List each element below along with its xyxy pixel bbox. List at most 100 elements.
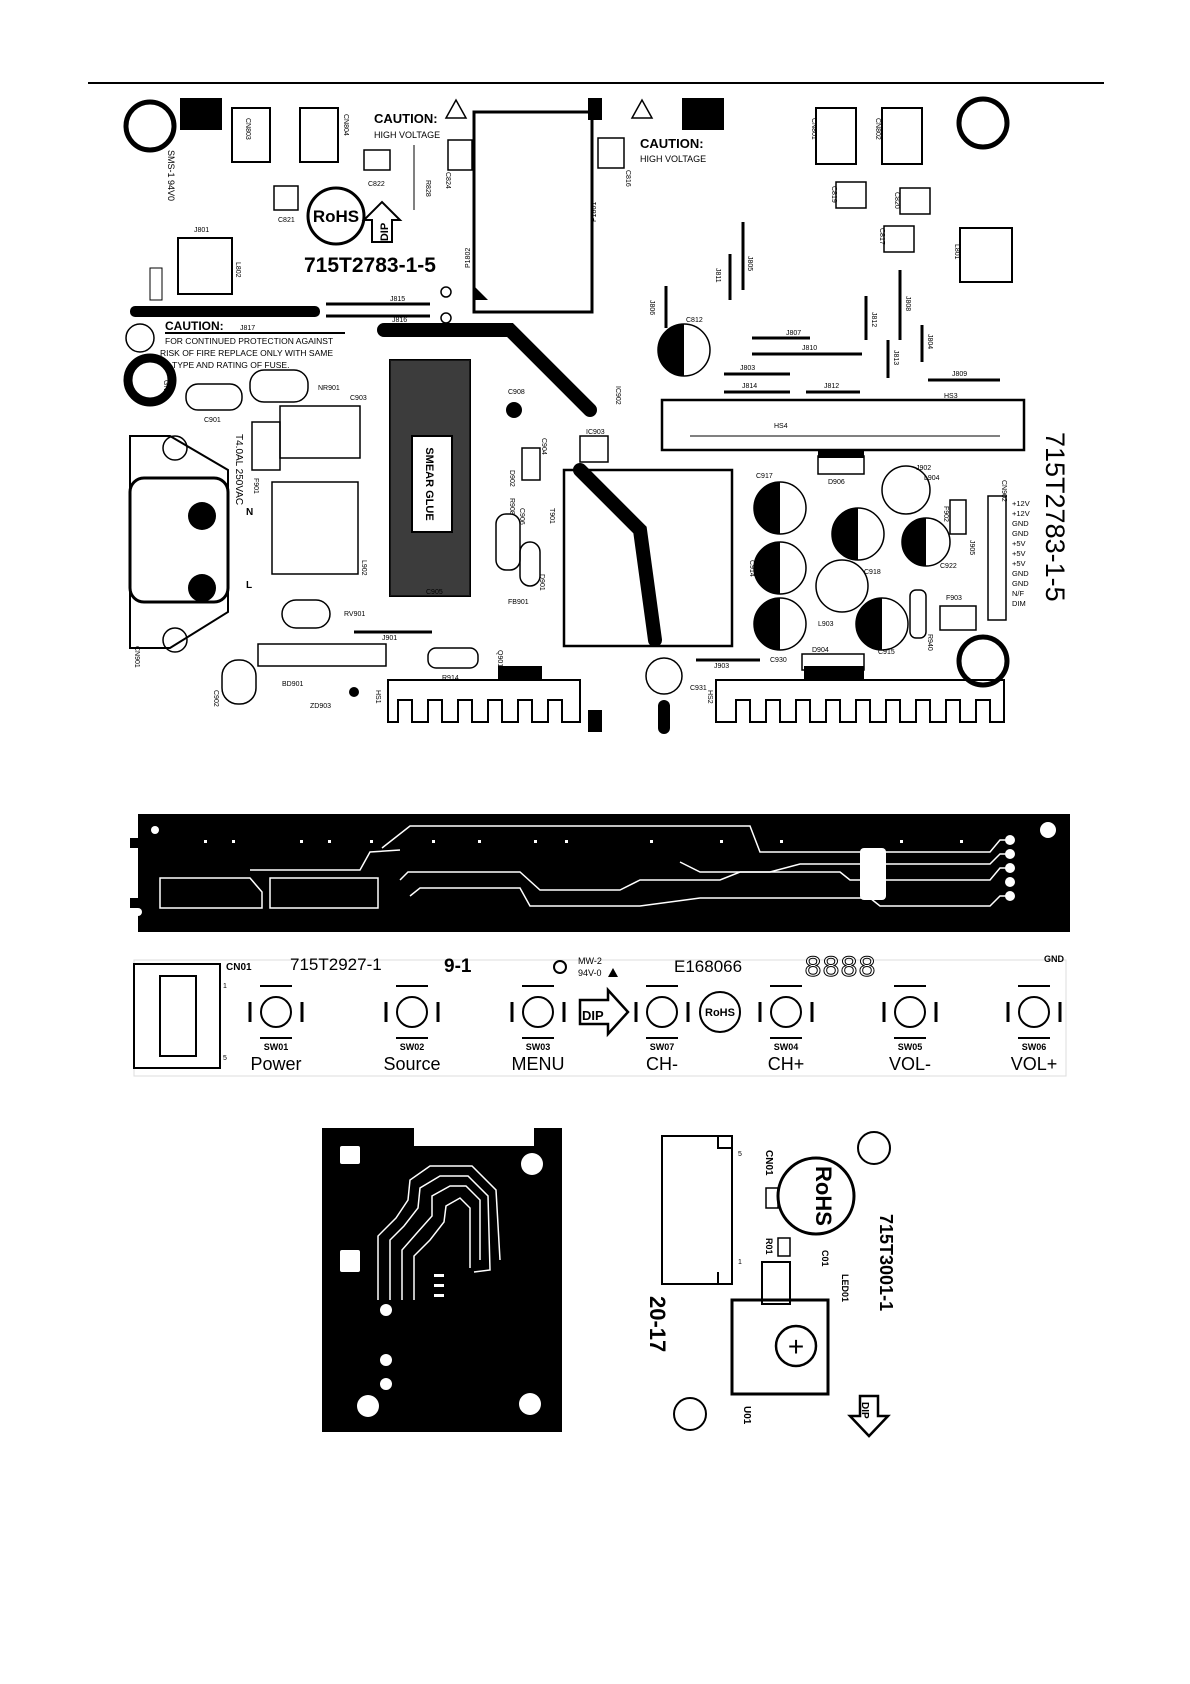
caution-subtitle-2: HIGH VOLTAGE — [640, 154, 706, 164]
mw-label: MW-2 — [578, 956, 602, 966]
fuse-warning-line-3: TYPE AND RATING OF FUSE. — [172, 360, 289, 370]
seven-segment-display: 8888 — [804, 952, 876, 986]
ref-j812: J812 — [870, 312, 877, 327]
dip-arrow-icon — [847, 1394, 891, 1438]
ref-c930: C930 — [770, 657, 787, 664]
switch-outline — [260, 996, 292, 1028]
switch-label: CH- — [646, 1054, 678, 1074]
switch-ref: SW02 — [400, 1042, 425, 1052]
ref-c914: C914 — [748, 560, 755, 577]
output-pin: GND — [1012, 519, 1029, 528]
switch-label: CH+ — [768, 1054, 805, 1074]
ref-c905: C905 — [426, 589, 443, 596]
ref-c931: C931 — [690, 685, 707, 692]
caution-subtitle: HIGH VOLTAGE — [374, 130, 440, 140]
ref-cn801: CN801 — [810, 118, 817, 140]
led01-label: LED01 — [840, 1274, 850, 1302]
ref-p1802: P1802 — [465, 248, 472, 268]
ref-j901: J901 — [382, 635, 397, 642]
output-pin: +12V — [1012, 499, 1030, 508]
ref-fb901: FB901 — [508, 599, 529, 606]
ref-c824: C824 — [444, 172, 451, 189]
ref-j813: J813 — [892, 350, 899, 365]
ref-f903: F903 — [946, 595, 962, 602]
corner-block — [588, 98, 602, 120]
trace — [130, 306, 320, 317]
mains-n: N — [246, 507, 253, 518]
ref-nr901: NR901 — [318, 385, 340, 392]
rating-label: 94V-0 — [578, 968, 602, 978]
switch-outline — [396, 996, 428, 1028]
ref-c901: C901 — [204, 417, 221, 424]
ref-d902: D902 — [508, 470, 515, 487]
rohs-logo — [776, 1156, 856, 1236]
switch-label: Source — [383, 1054, 440, 1074]
dip-text: DIP — [379, 223, 391, 241]
rohs-logo — [306, 186, 366, 246]
mounting-hole — [956, 96, 1010, 150]
ref-cn803: CN803 — [244, 118, 251, 140]
gnd-label: GND — [1044, 954, 1065, 964]
heatsink-hs3 — [660, 398, 1026, 452]
key-board-date-code: 9-1 — [444, 956, 472, 977]
output-pin-list: +12V +12V GND GND +5V +5V +5V GND GND N/… — [1012, 499, 1030, 608]
board-id: 715T2783-1-5 — [304, 254, 436, 277]
dip-label: DIP — [859, 1402, 870, 1419]
ref-c821: C821 — [278, 217, 295, 224]
ir-board-id: 715T3001-1 — [876, 1214, 896, 1311]
caution-title-2: CAUTION: — [640, 136, 704, 151]
cn01-label: CN01 — [226, 962, 252, 973]
cn01-label: CN01 — [763, 1150, 774, 1176]
switch-label: MENU — [512, 1054, 565, 1074]
ir-receiver-u01 — [730, 1298, 830, 1396]
ref-j806: J806 — [648, 300, 655, 315]
pin-5-label: 5 — [738, 1151, 742, 1158]
ref-cn802: CN802 — [874, 118, 881, 140]
power-board: CN803 CN804 CAUTION: HIGH VOLTAGE C822 R… — [123, 96, 1070, 734]
ref-c918: C918 — [864, 569, 881, 576]
key-board-id: 715T2927-1 — [290, 955, 382, 974]
switch-ref: SW01 — [264, 1042, 289, 1052]
plus-mark: + — [788, 1331, 804, 1362]
ref-zd903: ZD903 — [310, 703, 331, 710]
ref-j902: J902 — [916, 465, 931, 472]
ref-t901: T901 — [548, 508, 555, 524]
ref-j809: J809 — [952, 371, 967, 378]
ref-f901: F901 — [252, 478, 259, 494]
ref-j805: J805 — [746, 256, 753, 271]
ref-j817: J817 — [240, 325, 255, 332]
ir-board-date-code: 20-17 — [645, 1296, 670, 1352]
switch-outline — [646, 996, 678, 1028]
caution-title: CAUTION: — [374, 111, 438, 126]
ref-d904: D904 — [812, 647, 829, 654]
fuse-warning-line-2: RISK OF FIRE REPLACE ONLY WITH SAME — [160, 348, 333, 358]
output-pin: DIM — [1012, 599, 1026, 608]
ref-ic902: IC902 — [614, 386, 621, 405]
ul-file-number: E168066 — [674, 957, 742, 976]
dip-label: DIP — [582, 1008, 604, 1023]
switch-row: SW01PowerSW02SourceSW03MENUSW07CH-SW04CH… — [248, 985, 1062, 1074]
output-pin: +12V — [1012, 509, 1030, 518]
ref-r828: R828 — [424, 180, 431, 197]
caution-title-3: CAUTION: — [165, 319, 224, 333]
mounting-hole — [123, 353, 177, 407]
switch-label: VOL+ — [1011, 1054, 1058, 1074]
connector-cn01 — [661, 1135, 733, 1285]
ref-c904: C904 — [540, 438, 547, 455]
ref-hs2: HS2 — [706, 690, 713, 704]
switch-outline — [770, 996, 802, 1028]
mains-l: L — [246, 580, 252, 591]
ref-r908: R908 — [508, 498, 515, 515]
fuse-warning-line-1: FOR CONTINUED PROTECTION AGAINST — [165, 336, 333, 346]
heatsink-hs2 — [715, 679, 1005, 723]
ref-j807: J807 — [786, 330, 801, 337]
dip-arrow-icon — [361, 200, 403, 243]
ref-d901: D901 — [538, 574, 545, 591]
switch-ref: SW04 — [774, 1042, 799, 1052]
switch-outline — [522, 996, 554, 1028]
heatsink-hs1 — [387, 679, 581, 723]
switch-label: VOL- — [889, 1054, 931, 1074]
